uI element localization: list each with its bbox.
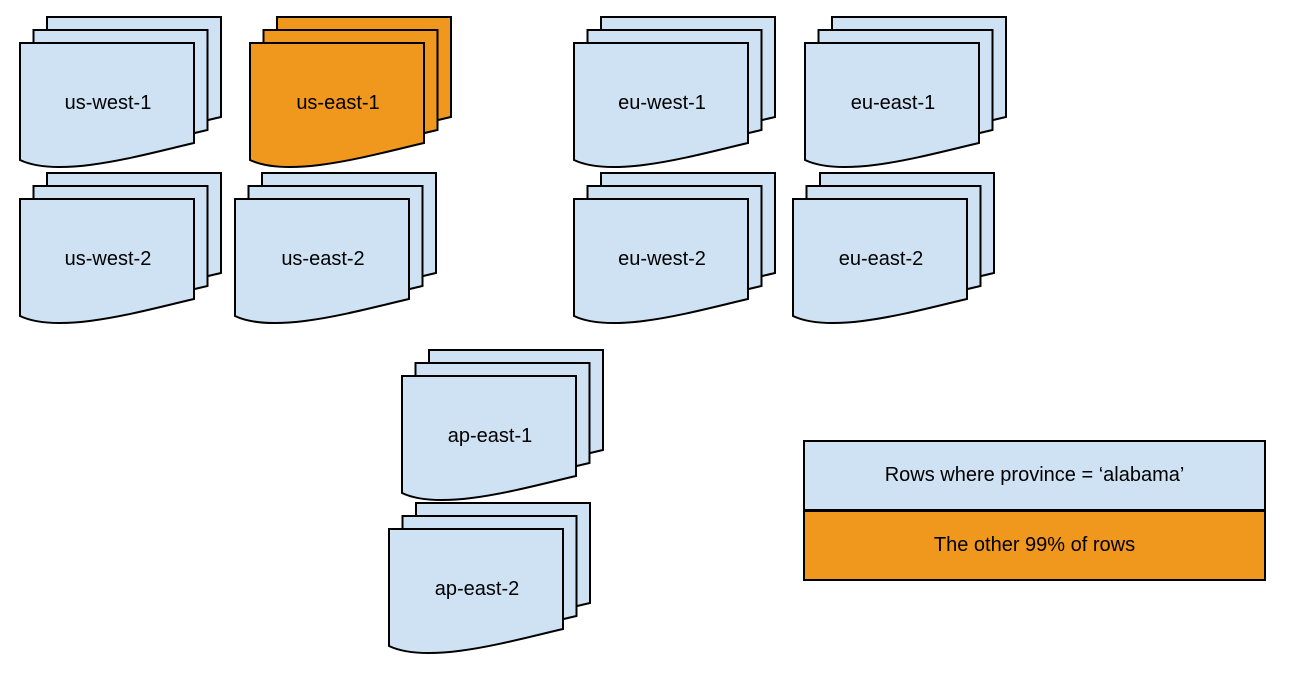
region-stack-eu-west-1: eu-west-1 xyxy=(573,16,778,174)
region-stack-eu-east-2: eu-east-2 xyxy=(792,172,997,330)
region-stack-ap-east-1: ap-east-1 xyxy=(401,349,606,507)
legend: Rows where province = ‘alabama’ The othe… xyxy=(803,440,1266,581)
region-label: us-east-1 xyxy=(296,91,380,114)
region-label: us-west-2 xyxy=(64,247,152,270)
region-stack-us-east-2: us-east-2 xyxy=(234,172,439,330)
legend-label: The other 99% of rows xyxy=(933,534,1136,556)
legend-label: Rows where province = ‘alabama’ xyxy=(884,464,1185,486)
region-label: eu-east-1 xyxy=(850,91,936,114)
region-stack-eu-east-1: eu-east-1 xyxy=(804,16,1009,174)
region-stack-eu-west-2: eu-west-2 xyxy=(573,172,778,330)
region-label: eu-west-2 xyxy=(618,247,706,270)
region-label: eu-east-2 xyxy=(838,247,924,270)
region-label: eu-west-1 xyxy=(618,91,706,114)
legend-item-alabama-rows: Rows where province = ‘alabama’ xyxy=(805,442,1264,509)
region-stack-us-east-1: us-east-1 xyxy=(249,16,454,174)
region-label: us-west-1 xyxy=(64,91,152,114)
region-stack-us-west-2: us-west-2 xyxy=(19,172,224,330)
region-stack-ap-east-2: ap-east-2 xyxy=(388,502,593,660)
region-label: ap-east-2 xyxy=(434,577,520,600)
region-label: us-east-2 xyxy=(281,247,365,270)
legend-item-other-rows: The other 99% of rows xyxy=(805,509,1264,579)
region-label: ap-east-1 xyxy=(447,424,533,447)
region-stack-us-west-1: us-west-1 xyxy=(19,16,224,174)
